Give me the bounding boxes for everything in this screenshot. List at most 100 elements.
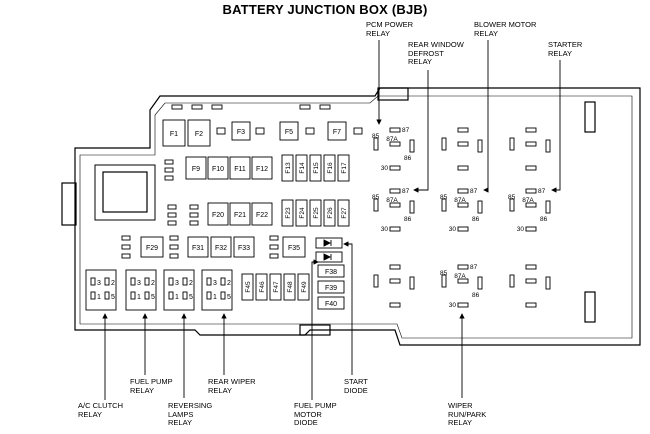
mini-relay-pin: [130, 291, 136, 300]
relay-pin: [457, 188, 469, 194]
mini-relay-pin: [220, 277, 226, 286]
mini-relay: [163, 269, 195, 311]
relay-pin-label: 30: [517, 226, 525, 233]
fuse-f15: [309, 154, 322, 182]
fuse-label: F29: [146, 245, 158, 252]
fuse-f1: [162, 119, 186, 147]
right-clip-bottom: [584, 291, 596, 323]
fuse-label: F46: [259, 281, 266, 293]
relay-pin-label: 87A: [454, 197, 466, 204]
diode-symbol: [323, 253, 332, 261]
fuse-label: F11: [234, 166, 246, 173]
terminal-slot: [167, 220, 177, 226]
fuse-f7: [327, 121, 347, 141]
relay-pin: [457, 202, 469, 208]
fuse-label: F40: [325, 301, 337, 308]
fuse-label: F47: [273, 281, 280, 293]
relay-pin-label: 85: [372, 133, 380, 140]
fuel-pump-diode-leader: [311, 259, 319, 400]
terminal-slot: [353, 127, 363, 135]
relay-pin: [441, 198, 447, 212]
callout-line: RELAY: [78, 409, 103, 419]
mini-relay-pin-label: 2: [189, 280, 193, 287]
fuse-label: F10: [212, 166, 224, 173]
fuse-label: F3: [237, 129, 245, 136]
fuse-f3: [231, 121, 251, 141]
relay-pin: [389, 188, 401, 194]
fuse-f38: [317, 264, 345, 278]
fuse-label: F9: [192, 166, 200, 173]
fuel-pump-relay-callout: FUEL PUMP RELAY: [130, 377, 173, 395]
relay-pin-label: 86: [404, 155, 412, 162]
relay-pin: [457, 141, 469, 147]
relay-pin: [389, 226, 401, 232]
diode-symbol: [323, 239, 332, 247]
callout-line: LAMPS: [168, 409, 194, 419]
relay-pin: [389, 202, 401, 208]
relay-pin-label: 30: [449, 302, 457, 309]
mini-relay-pin: [144, 291, 150, 300]
relay-pin: [525, 264, 537, 270]
rear-window-defrost-relay-callout: REAR WINDOW DEFROST RELAY: [408, 40, 464, 67]
fuse-f48: [283, 273, 296, 301]
relay-pin: [509, 137, 515, 151]
relay-pin: [409, 276, 415, 290]
ac-clutch-relay-callout: A/C CLUTCH RELAY: [78, 401, 123, 419]
callout-line: FUEL PUMP: [294, 401, 337, 410]
fuse-label: F13: [285, 162, 292, 174]
relay-pin: [373, 198, 379, 212]
fuse-f49: [297, 273, 310, 301]
callout-line: RELAY: [448, 418, 473, 427]
callout-line: DEFROST: [408, 48, 444, 58]
mini-relay-pin-label: 3: [137, 280, 141, 287]
relay-pin-label: 87A: [386, 197, 398, 204]
relay-pin: [389, 278, 401, 284]
relay-pin: [457, 264, 469, 270]
fuse-label: F25: [313, 207, 320, 219]
reversing-lamps-relay-callout: REVERSING LAMPS RELAY: [168, 401, 212, 428]
rear-window-leader: [413, 70, 429, 193]
fuse-f17: [337, 154, 350, 182]
housing-inner-outline: [79, 95, 633, 339]
relay-pin: [373, 137, 379, 151]
fuse-f16: [323, 154, 336, 182]
terminal-slot: [189, 212, 199, 218]
mini-relay-pin-label: 1: [137, 294, 141, 301]
relay-pin: [389, 165, 401, 171]
terminal-slot: [164, 167, 174, 173]
terminal-slot: [189, 204, 199, 210]
callout-line: DIODE: [294, 418, 318, 427]
callout-line: WIPER: [448, 401, 473, 410]
mini-relay-pin-label: 3: [213, 280, 217, 287]
relay-pin: [525, 165, 537, 171]
bracket-outline: [94, 164, 156, 221]
mini-relay-pin: [168, 291, 174, 300]
relay-pin: [545, 139, 551, 153]
terminal-slot: [269, 235, 279, 241]
relay-pin: [457, 226, 469, 232]
fuse-f21: [229, 202, 251, 226]
mini-relay-pin: [220, 291, 226, 300]
mini-relay-pin: [104, 291, 110, 300]
relay-pin-label: 86: [472, 216, 480, 223]
callout-line: RELAY: [168, 418, 193, 427]
side-mount-tab: [61, 182, 77, 226]
relay-pin: [373, 274, 379, 288]
relay-pin-label: 86: [540, 216, 548, 223]
relay-pin: [477, 200, 483, 214]
mini-relay-pin-label: 1: [213, 294, 217, 301]
fuse-f14: [295, 154, 308, 182]
mini-relay-pin: [206, 277, 212, 286]
mini-relay-pin-label: 3: [97, 280, 101, 287]
fuse-f10: [207, 156, 229, 180]
relay-pin: [389, 264, 401, 270]
fuse-label: F49: [301, 281, 308, 293]
fuse-label: F1: [170, 131, 178, 138]
fuse-label: F20: [212, 212, 224, 219]
relay-pin: [441, 274, 447, 288]
top-clip: [377, 87, 409, 101]
bottom-clip: [299, 324, 331, 336]
relay-pin: [509, 274, 515, 288]
fuse-f35: [282, 236, 306, 258]
mini-relay: [85, 269, 117, 311]
